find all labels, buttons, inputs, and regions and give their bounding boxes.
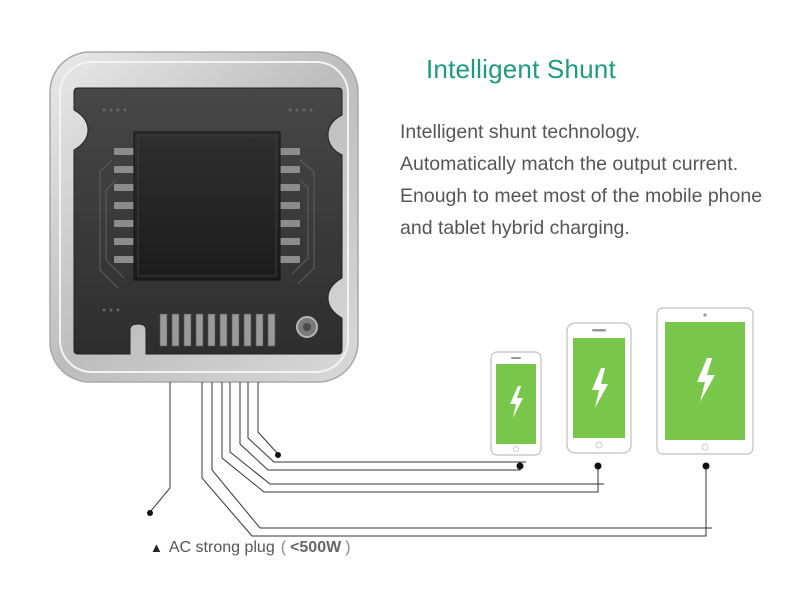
- chip-pins-left: [114, 148, 134, 263]
- small-phone: [490, 351, 542, 456]
- close-paren: ): [345, 539, 351, 556]
- charger-module: [49, 51, 359, 383]
- board-traces: [99, 159, 315, 289]
- ac-plug-label: AC strong plug: [168, 539, 275, 556]
- description-line: Enough to meet most of the mobile phone: [400, 185, 763, 207]
- description-line: Intelligent shunt technology.: [400, 121, 641, 143]
- ac-plug-note: ▲ AC strong plug (<500W): [150, 539, 351, 557]
- cable-ends: [147, 452, 710, 516]
- description-line: and tablet hybrid charging.: [400, 217, 630, 239]
- large-phone: [566, 322, 632, 454]
- lightning-bolt-icon: [592, 368, 608, 408]
- chip-pins-right: [280, 148, 300, 263]
- lightning-bolt-icon: [697, 358, 715, 402]
- output-cables: [149, 382, 712, 537]
- description: Intelligent shunt technology. Automatica…: [400, 116, 762, 244]
- description-line: Automatically match the output current.: [400, 153, 739, 175]
- triangle-icon: ▲: [150, 540, 163, 555]
- lightning-bolt-icon: [510, 386, 523, 418]
- tablet: [656, 307, 754, 455]
- page-title: Intelligent Shunt: [426, 54, 616, 84]
- main-chip: [133, 131, 281, 281]
- open-paren: (: [280, 539, 287, 556]
- connector-pins: [159, 313, 276, 347]
- board-dots: [102, 108, 313, 312]
- ac-plug-watt: <500W: [290, 539, 342, 556]
